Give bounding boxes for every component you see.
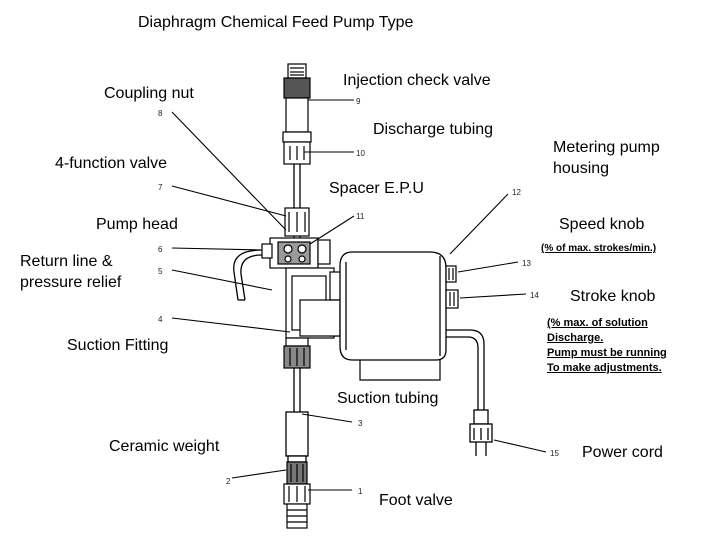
label-suction-tubing: Suction tubing [337,390,439,407]
part-number-10: 10 [356,149,365,158]
part-number-4: 4 [158,315,163,324]
label-speed-knob: Speed knob [559,216,645,233]
note-stroke-line-2: Discharge. [547,332,604,344]
return-line [233,249,263,301]
foot-valve [283,461,311,529]
label-power-cord: Power cord [582,444,663,461]
stroke-knob [445,289,459,309]
label-spacer-epu: Spacer E.P.U [329,180,424,197]
label-pump-head: Pump head [96,216,178,233]
label-discharge-tubing: Discharge tubing [373,121,494,138]
part-number-14: 14 [530,291,539,300]
part-number-3: 3 [358,419,363,428]
leader-lines [171,99,547,491]
label-metering-pump-housing-line-1: Metering pump [553,139,660,156]
label-return-line-line-2: pressure relief [20,274,122,291]
diagram-title: Diaphragm Chemical Feed Pump Type [138,14,414,31]
pump-head [261,237,331,269]
power-cord [446,329,493,456]
part-number-9: 9 [356,97,361,106]
part-number-7: 7 [158,183,163,192]
part-number-8: 8 [158,109,163,118]
part-number-11: 11 [356,212,365,221]
part-number-1: 1 [358,487,363,496]
part-number-5: 5 [158,267,163,276]
label-metering-pump-housing-line-2: housing [553,160,610,177]
note-stroke-line-3: Pump must be running [547,347,667,359]
part-number-12: 12 [512,188,521,197]
speed-knob [445,265,457,283]
label-injection-check-valve: Injection check valve [343,72,491,89]
injection-check-valve [282,63,312,165]
part-number-6: 6 [158,245,163,254]
note-stroke-line-4: To make adjustments. [547,362,662,374]
ceramic-weight [285,411,309,463]
metering-pump-housing [339,251,447,361]
part-number-13: 13 [522,259,531,268]
label-foot-valve: Foot valve [379,492,453,509]
label-ceramic-weight: Ceramic weight [109,438,220,455]
label-return-line-line-1: Return line & [20,253,113,270]
note-stroke-line-1: (% max. of solution [547,317,648,329]
part-number-2: 2 [226,477,231,486]
label-coupling-nut: Coupling nut [104,85,194,102]
note-speed: (% of max. strokes/min.) [541,243,657,254]
part-number-15: 15 [550,449,559,458]
suction-fitting [283,337,311,369]
discharge-fitting [284,207,310,237]
label-suction-fitting: Suction Fitting [67,337,169,354]
label-4-function-valve: 4-function valve [55,155,168,172]
label-stroke-knob: Stroke knob [570,288,656,305]
